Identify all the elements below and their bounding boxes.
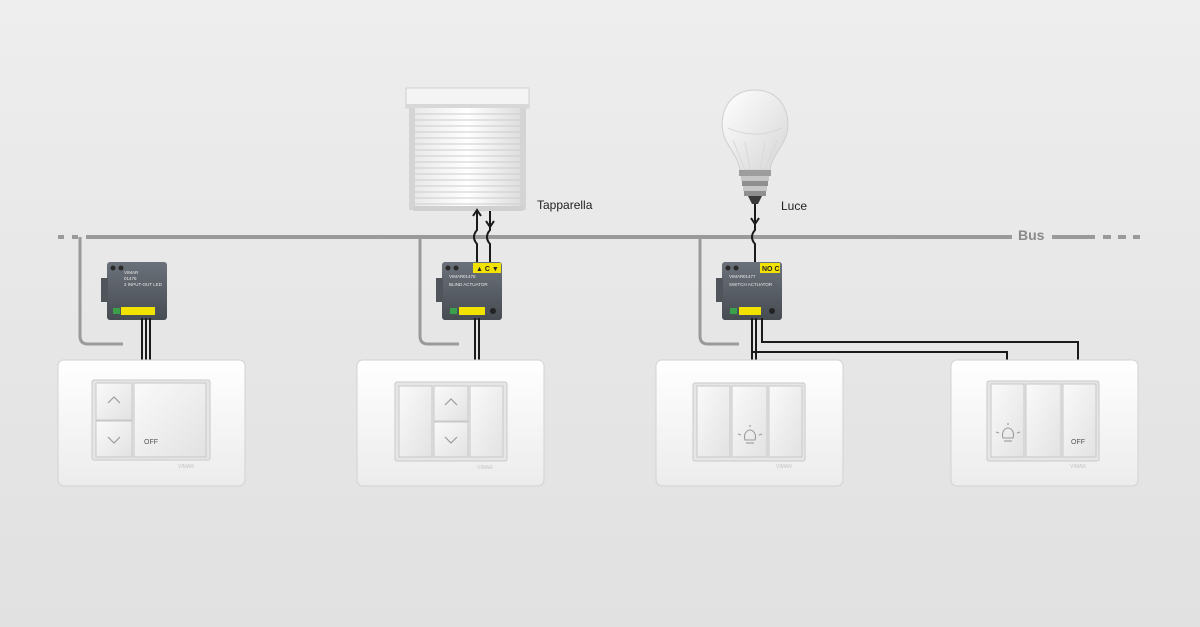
switch-plate-1 xyxy=(57,359,246,487)
plate-brand: VIMAR xyxy=(776,464,792,470)
light-bulb-image xyxy=(721,89,789,204)
lamp-icon xyxy=(995,423,1021,442)
shutter-image xyxy=(405,87,530,211)
off-label: OFF xyxy=(1071,439,1085,446)
module-brand: VIMAR xyxy=(729,274,744,279)
shutter-wires xyxy=(472,208,495,268)
module-desc: 2 INPUT-OUT LED xyxy=(124,282,163,287)
module-code: 01476 xyxy=(463,274,476,279)
blind-actuator-module xyxy=(436,262,502,320)
lamp-icon xyxy=(737,425,763,444)
light-label: Luce xyxy=(781,199,808,213)
bus-drops xyxy=(78,237,739,346)
light-wire xyxy=(750,204,760,268)
bus-label: Bus xyxy=(1018,227,1045,243)
input-module xyxy=(101,262,167,320)
shutter-label: Tapparella xyxy=(537,198,593,212)
module-terminals: ▲ C ▼ xyxy=(476,266,499,273)
switch-plate-3 xyxy=(655,359,844,487)
arrow-down-icon xyxy=(444,436,458,444)
off-label: OFF xyxy=(144,439,158,446)
module-brand: VIMAR xyxy=(449,274,464,279)
plate-brand: VIMAR xyxy=(477,465,493,471)
module-terminals: NO C xyxy=(762,266,780,273)
module-brand: VIMAR xyxy=(124,270,139,275)
arrow-up-icon xyxy=(444,398,458,406)
module-wires xyxy=(141,318,1079,362)
arrow-up-icon xyxy=(107,396,121,404)
module-desc: SWITCH ACTUATOR xyxy=(729,282,773,287)
module-code: 01475 xyxy=(124,276,137,281)
plate-brand: VIMAR xyxy=(1070,464,1086,470)
arrow-down-icon xyxy=(107,436,121,444)
switch-plate-2 xyxy=(356,359,545,487)
module-desc: BLIND ACTUATOR xyxy=(449,282,488,287)
module-code: 01477 xyxy=(743,274,756,279)
switch-plate-4 xyxy=(950,359,1139,487)
switch-actuator-module xyxy=(716,262,782,320)
plate-brand: VIMAR xyxy=(178,464,194,470)
